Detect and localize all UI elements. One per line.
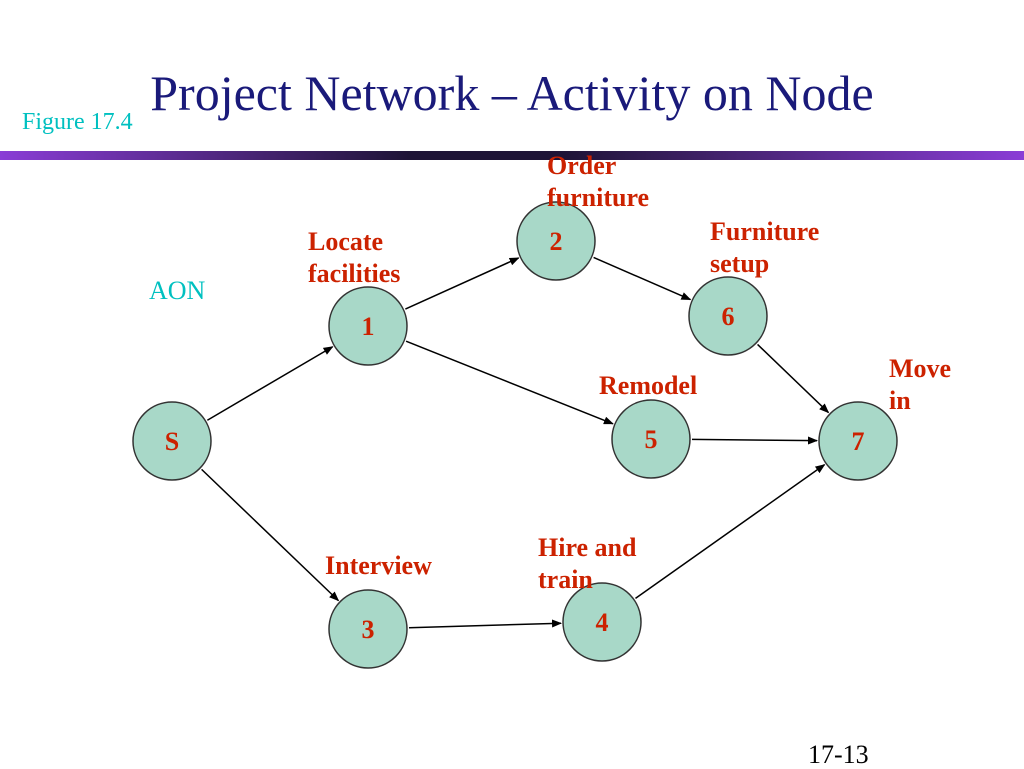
- figure-label: Figure 17.4: [22, 109, 133, 135]
- node-3: 3: [328, 589, 408, 669]
- node-label: 6: [722, 302, 735, 331]
- edge-2-6: [593, 256, 692, 301]
- node-7: 7: [818, 401, 898, 481]
- activity-label-furniture-setup: Furniture setup: [710, 217, 820, 278]
- node-1: 1: [328, 286, 408, 366]
- edge-S-1: [206, 346, 334, 421]
- node-circle: [562, 582, 642, 662]
- node-4: 4: [562, 582, 642, 662]
- activity-label-locate-facilities: Locate facilities: [308, 227, 401, 288]
- node-2: 2: [516, 201, 596, 281]
- node-circle: [328, 589, 408, 669]
- aon-label: AON: [149, 276, 206, 305]
- node-circle: [132, 401, 212, 481]
- node-label: 2: [550, 227, 563, 256]
- node-label: 5: [645, 425, 658, 454]
- node-label: 3: [362, 615, 375, 644]
- activity-label-move-in: Move in: [889, 354, 952, 415]
- edge-S-3: [201, 468, 340, 602]
- node-circle: [688, 276, 768, 356]
- activity-label-remodel: Remodel: [599, 371, 698, 400]
- node-5: 5: [611, 399, 691, 479]
- nodes-layer: S 1 2 3 4 5 6 7: [132, 201, 898, 669]
- node-6: 6: [688, 276, 768, 356]
- edge-4-7: [635, 464, 826, 599]
- edge-6-7: [757, 343, 830, 414]
- node-label: S: [165, 427, 179, 456]
- activity-label-hire-and-train: Hire and train: [538, 533, 637, 594]
- node-circle: [328, 286, 408, 366]
- edge-3-4: [408, 619, 563, 629]
- node-label: 7: [852, 427, 865, 456]
- edge-1-5: [405, 340, 614, 425]
- node-label: 4: [596, 608, 609, 637]
- activity-label-interview: Interview: [325, 551, 432, 580]
- page-number: 17-13: [808, 740, 869, 769]
- node-s: S: [132, 401, 212, 481]
- node-circle: [818, 401, 898, 481]
- edge-1-2: [405, 257, 520, 310]
- node-label: 1: [362, 312, 375, 341]
- slide-title: Project Network – Activity on Node: [150, 65, 874, 121]
- edge-5-7: [691, 436, 819, 445]
- title-divider: [0, 151, 1024, 160]
- node-circle: [611, 399, 691, 479]
- activity-label-order-furniture: Order furniture: [547, 151, 650, 212]
- node-circle: [516, 201, 596, 281]
- edges-layer: [201, 256, 830, 629]
